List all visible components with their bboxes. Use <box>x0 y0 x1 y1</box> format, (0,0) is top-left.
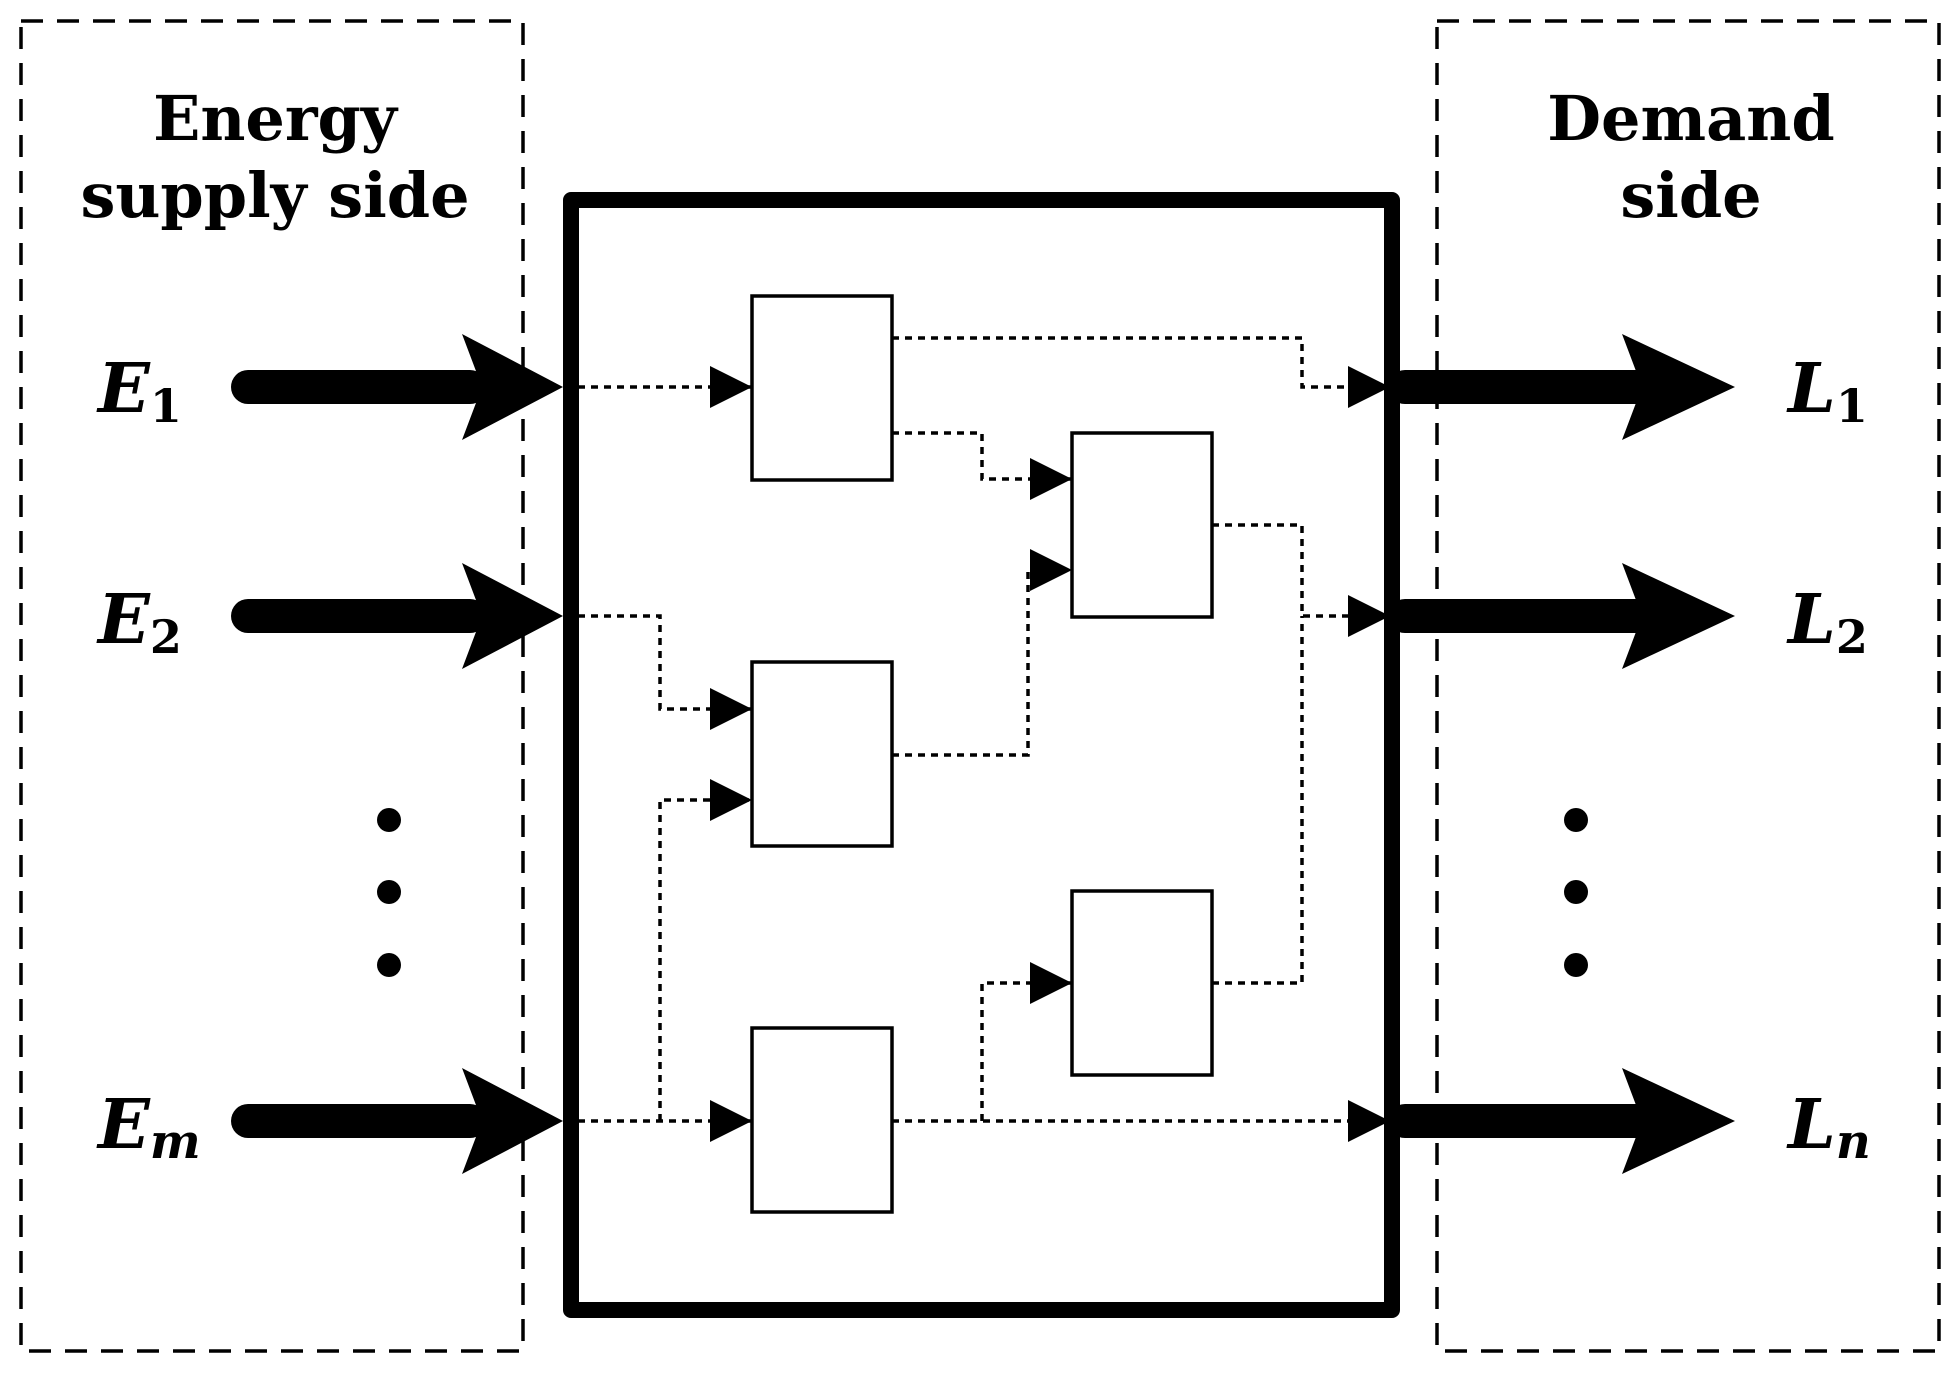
flow-unit2-to-unit4 <box>892 549 1072 757</box>
demand-ellipsis <box>1564 808 1588 977</box>
flow-unit5-to-l2 <box>1212 616 1304 985</box>
internal-flows <box>565 336 1390 1142</box>
supply-ellipsis <box>377 808 401 977</box>
flow-unit3-to-unit5 <box>980 962 1072 1121</box>
flow-unit1-to-unit4 <box>892 431 1072 500</box>
demand-title-line2: side <box>1620 159 1761 232</box>
supply-side-region <box>19 19 525 1353</box>
input-arrow-m <box>231 1068 563 1174</box>
flow-unit4-to-l2 <box>1212 523 1390 637</box>
input-label-e1: E1 <box>96 349 182 433</box>
supply-title-line1: Energy <box>153 82 399 155</box>
output-label-ln: Ln <box>1786 1085 1871 1170</box>
input-arrow-2 <box>231 563 563 669</box>
conversion-unit-5 <box>1070 889 1214 1077</box>
conversion-unit-1 <box>750 294 894 482</box>
output-arrow-1 <box>1388 334 1735 440</box>
input-label-e2: E2 <box>96 580 182 664</box>
output-arrow-n <box>1388 1068 1735 1174</box>
output-label-l2: L2 <box>1786 580 1868 664</box>
demand-side-region <box>1435 19 1941 1353</box>
conversion-unit-4 <box>1070 431 1214 619</box>
input-label-em: Em <box>96 1085 201 1170</box>
flow-unit1-to-l1 <box>892 336 1390 408</box>
output-label-l1: L1 <box>1786 349 1868 433</box>
flow-e2-to-unit2 <box>565 614 752 730</box>
conversion-unit-2 <box>750 660 894 848</box>
energy-hub-box <box>563 192 1400 1318</box>
output-arrow-2 <box>1388 563 1735 669</box>
demand-title-line1: Demand <box>1547 82 1834 155</box>
supply-title-line2: supply side <box>80 159 469 232</box>
flow-em-to-unit2 <box>658 779 752 1121</box>
input-arrow-1 <box>231 334 563 440</box>
conversion-unit-3 <box>750 1026 894 1214</box>
